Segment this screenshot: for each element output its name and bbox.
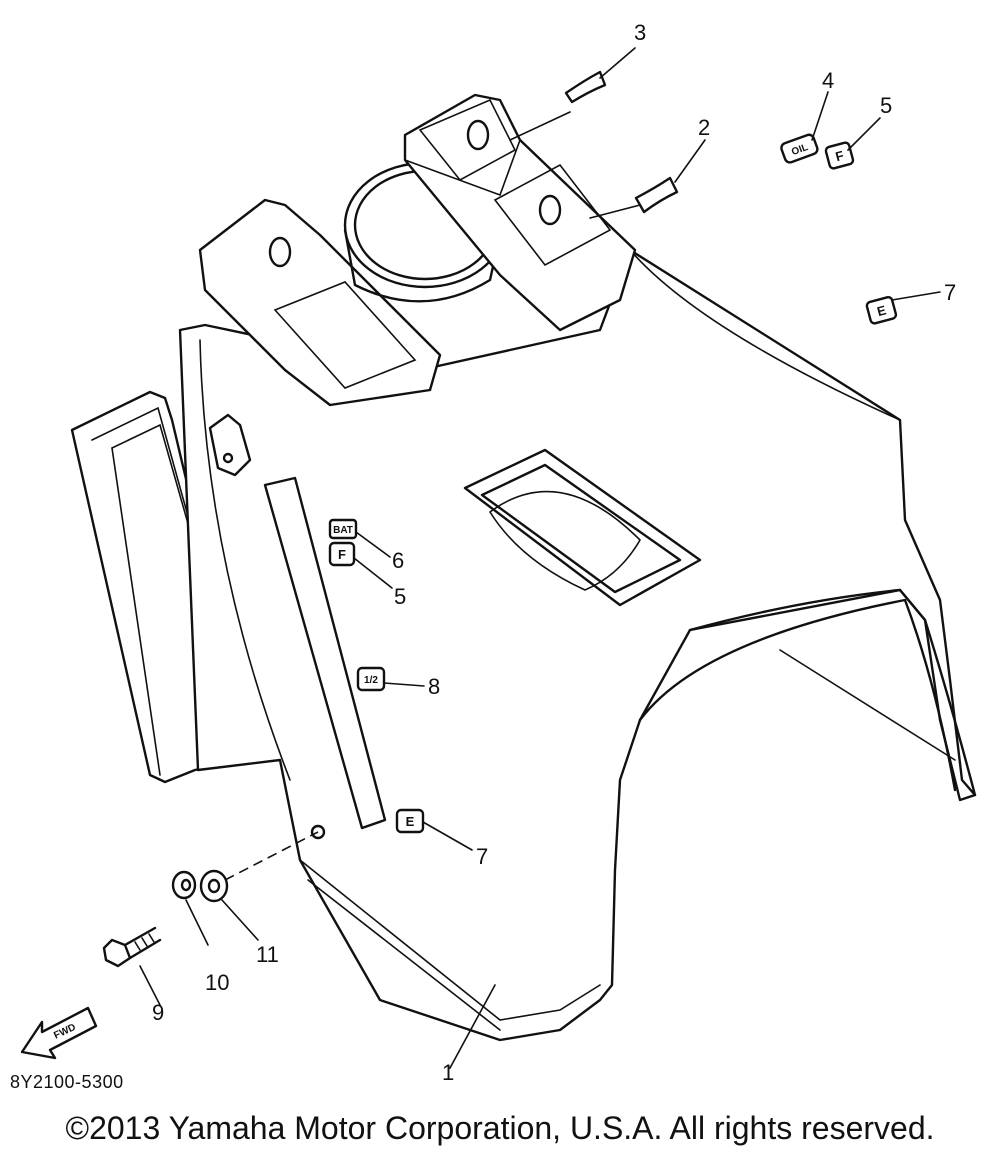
svg-text:OIL: OIL	[790, 142, 809, 158]
callout-5-side: 5	[394, 584, 406, 609]
main-cover-body	[178, 248, 977, 1042]
decal-empty-side: E	[395, 808, 425, 834]
screw-hole	[310, 824, 326, 840]
decal-empty-top: E	[865, 295, 898, 325]
diagram-code: 8Y2100-5300	[10, 1072, 124, 1092]
svg-text:BAT: BAT	[333, 525, 353, 536]
svg-text:E: E	[406, 814, 415, 829]
callout-6: 6	[392, 548, 404, 573]
collar	[199, 869, 229, 903]
callout-1: 1	[442, 1060, 454, 1085]
center-cutout	[463, 448, 702, 607]
callout-5-top: 5	[880, 93, 892, 118]
callout-8: 8	[428, 674, 440, 699]
svg-text:F: F	[338, 547, 346, 562]
callout-10: 10	[205, 970, 229, 995]
svg-text:1/2: 1/2	[364, 675, 378, 686]
dashboard-top	[198, 93, 637, 407]
grommet-2	[634, 176, 679, 214]
fwd-arrow-icon: FWD	[20, 1006, 98, 1060]
decal-fuel-top: F	[824, 141, 855, 170]
decal-battery: BAT	[328, 518, 358, 540]
callout-4: 4	[822, 68, 834, 93]
decal-oil: OIL	[780, 133, 819, 164]
svg-text:F: F	[834, 148, 846, 165]
callout-2: 2	[698, 115, 710, 140]
side-slot	[263, 476, 387, 830]
lock-washer	[171, 870, 197, 900]
callout-7-side: 7	[476, 844, 488, 869]
decal-half: 1/2	[356, 666, 386, 692]
svg-text:E: E	[875, 302, 888, 319]
grommet-3	[564, 70, 607, 104]
leader-lines	[139, 47, 941, 1069]
assembly-line	[224, 831, 319, 881]
hardware	[102, 831, 319, 968]
mount-tab	[208, 413, 252, 477]
callout-11: 11	[256, 942, 279, 967]
copyright-notice: ©2013 Yamaha Motor Corporation, U.S.A. A…	[65, 1110, 935, 1146]
front-cover-diagram: OIL F E BAT F 1/2 E	[20, 20, 977, 1085]
bolt	[102, 926, 162, 968]
decal-fuel-side: F	[328, 541, 356, 567]
callout-7-top: 7	[944, 280, 956, 305]
callout-9: 9	[152, 1000, 164, 1025]
callout-3: 3	[634, 20, 646, 45]
